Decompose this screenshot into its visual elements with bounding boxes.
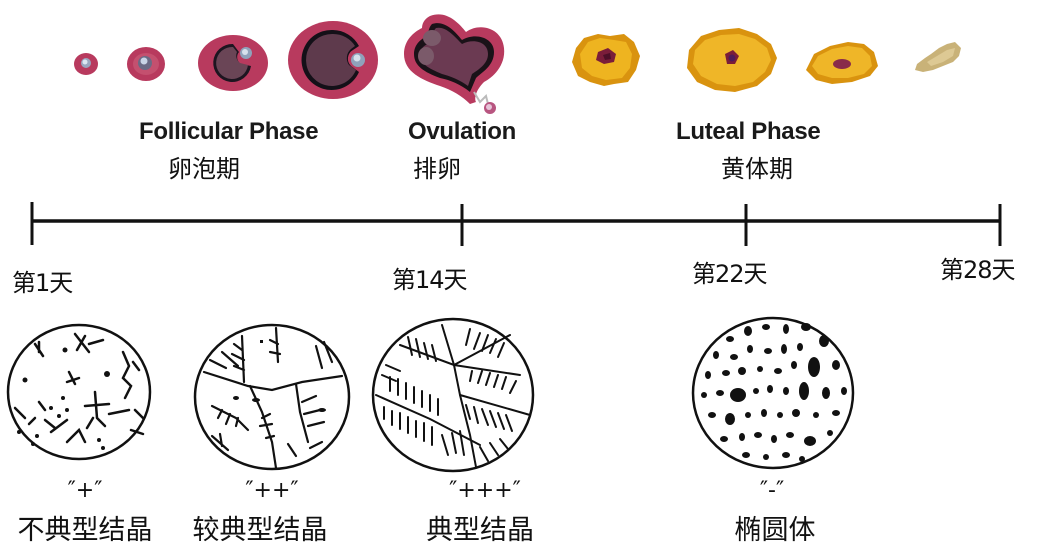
mature-corpus-luteum-icon (687, 28, 777, 92)
grade-plus-2: ″++″ (245, 478, 299, 503)
early-corpus-luteum-icon (572, 34, 640, 86)
secondary-follicle-icon (198, 35, 268, 91)
corpus-albicans-icon (915, 42, 961, 72)
cycle-timeline (30, 202, 1002, 246)
mature-follicle-icon (288, 21, 378, 99)
moderate-fern-icon (193, 323, 351, 471)
day-label-28: 第28天 (940, 256, 1016, 284)
grade-plus-1: ″+″ (67, 478, 103, 503)
follicular-phase-label-zh: 卵泡期 (168, 155, 240, 183)
sparse-crystals-icon (6, 323, 152, 461)
ovulation-label: Ovulation (408, 118, 516, 145)
primary-follicle-icon (127, 47, 165, 81)
caption-ellipsoid-bodies: 椭圆体 (734, 515, 816, 546)
follicular-phase-label: Follicular Phase (139, 118, 319, 145)
caption-fairly-typical-crystals: 较典型结晶 (192, 515, 328, 546)
regressing-corpus-luteum-icon (806, 42, 878, 84)
day-label-22: 第22天 (692, 260, 768, 288)
grade-minus: ″-″ (759, 478, 785, 503)
day-label-1: 第1天 (12, 269, 73, 297)
luteal-phase-label-zh: 黄体期 (721, 155, 793, 183)
primordial-follicle-icon (74, 53, 98, 75)
ovulation-label-zh: 排卵 (413, 155, 461, 183)
grade-plus-3: ″+++″ (449, 478, 521, 503)
caption-atypical-crystals: 不典型结晶 (17, 515, 153, 546)
luteal-phase-label: Luteal Phase (676, 118, 821, 145)
ovulating-follicle-icon (404, 14, 505, 114)
dense-fern-icon (371, 317, 535, 473)
caption-typical-crystals: 典型结晶 (426, 515, 534, 546)
ellipsoid-bodies-icon (691, 316, 855, 470)
day-label-14: 第14天 (392, 266, 468, 294)
